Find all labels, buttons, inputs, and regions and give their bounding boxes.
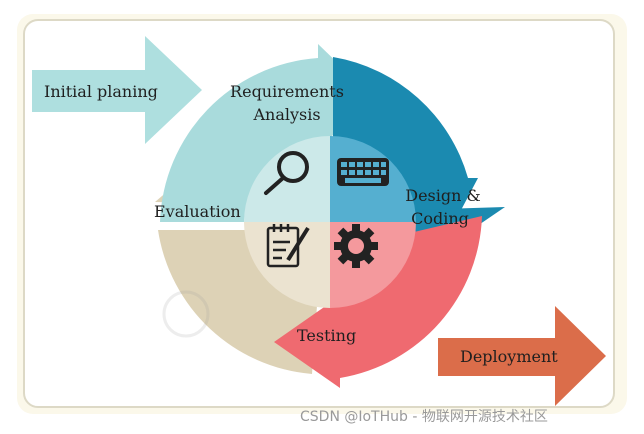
testing-label: Testing [297, 326, 356, 345]
requirements-label-line2: Analysis [252, 105, 320, 124]
deployment-label: Deployment [460, 347, 558, 366]
csdn-watermark: CSDN @IoTHub - 物联网开源技术社区 [300, 409, 548, 425]
design-coding-label-line2: Coding [411, 209, 469, 228]
initial-planing-arrow [32, 36, 202, 144]
design-coding-segment [333, 57, 478, 246]
evaluation-label: Evaluation [154, 202, 241, 221]
gear-icon [334, 224, 378, 268]
keyboard-icon [337, 158, 389, 186]
requirements-label-line1: Requirements [230, 82, 344, 101]
testing-segment [274, 216, 482, 388]
initial-planing-label: Initial planing [44, 82, 158, 101]
checklist-icon [266, 224, 310, 268]
deployment-arrow [438, 306, 606, 406]
design-coding-label-line1: Design & [405, 186, 481, 205]
evaluation-segment [158, 230, 318, 374]
requirements-segment [160, 44, 372, 222]
watermark-logo [162, 290, 210, 338]
magnifier-icon [264, 151, 309, 195]
